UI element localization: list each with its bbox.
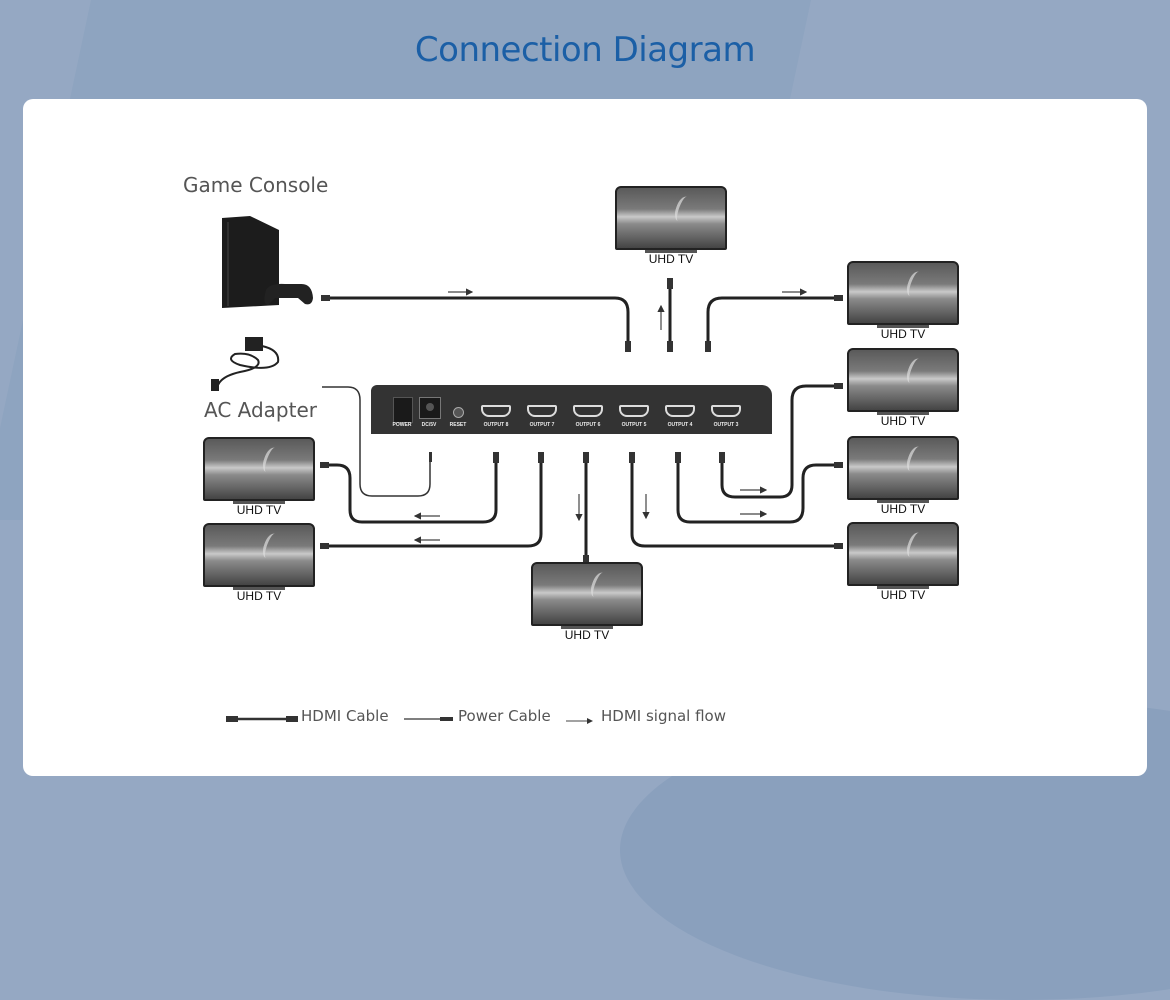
tv-stand <box>561 626 613 629</box>
hdmi-cable-left-1 <box>323 456 498 524</box>
tv-label: UHD TV <box>236 503 282 517</box>
hdmi-cable-right-1 <box>706 296 838 347</box>
hdmi-port-icon <box>573 405 603 417</box>
tv-label: UHD TV <box>880 327 926 341</box>
tv-label: UHD TV <box>880 414 926 428</box>
tv-stand <box>645 250 697 253</box>
legend-signal-flow: HDMI signal flow <box>601 707 726 725</box>
tv-screen-icon <box>847 522 959 586</box>
control-label: POWER <box>392 422 412 428</box>
tv-right-3: UHD TV <box>847 436 959 516</box>
hdmi-port-icon <box>711 405 741 417</box>
tv-stand <box>233 501 285 504</box>
legend-power-cable: Power Cable <box>458 707 551 725</box>
tv-label: UHD TV <box>236 589 282 603</box>
tv-right-1: UHD TV <box>847 261 959 341</box>
tv-label: UHD TV <box>564 628 610 642</box>
hdmi-splitter: POWER DC/5V RESET OUTPUT 8 OUTPUT 7 OUTP… <box>371 385 772 434</box>
power-cable <box>322 386 431 497</box>
tv-right-4: UHD TV <box>847 522 959 602</box>
control-label: DC/5V <box>421 422 437 428</box>
ac-adapter-icon <box>211 337 280 391</box>
legend-power-cable-icon <box>404 717 453 721</box>
game-console-label: Game Console <box>183 173 329 197</box>
power-switch-icon <box>393 397 413 423</box>
tv-stand <box>877 586 929 589</box>
tv-screen-icon <box>615 186 727 250</box>
hdmi-port-icon <box>665 405 695 417</box>
hdmi-cable-right-2 <box>720 384 838 499</box>
port-label: OUTPUT 7 <box>529 422 555 428</box>
tv-left-1: UHD TV <box>203 437 315 517</box>
hdmi-port-icon <box>619 405 649 417</box>
game-console-icon <box>222 216 313 308</box>
hdmi-port-icon <box>481 405 511 417</box>
tv-screen-icon <box>531 562 643 626</box>
hdmi-cable-input <box>326 296 630 347</box>
tv-right-2: UHD TV <box>847 348 959 428</box>
tv-screen-icon <box>203 437 315 501</box>
hdmi-cable-right-4 <box>630 456 838 548</box>
tv-stand <box>877 500 929 503</box>
control-label: RESET <box>449 422 467 428</box>
ac-adapter-label: AC Adapter <box>204 398 317 422</box>
port-label: OUTPUT 6 <box>575 422 601 428</box>
page-title: Connection Diagram <box>414 30 756 70</box>
tv-label: UHD TV <box>880 588 926 602</box>
tv-top: UHD TV <box>615 186 727 266</box>
tv-stand <box>877 325 929 328</box>
tv-label: UHD TV <box>648 252 694 266</box>
tv-label: UHD TV <box>880 502 926 516</box>
port-label: OUTPUT 8 <box>483 422 509 428</box>
port-label: OUTPUT 5 <box>621 422 647 428</box>
tv-screen-icon <box>847 261 959 325</box>
port-label: OUTPUT 4 <box>667 422 693 428</box>
tv-screen-icon <box>847 348 959 412</box>
tv-stand <box>233 587 285 590</box>
hdmi-port-icon <box>527 405 557 417</box>
tv-stand <box>877 412 929 415</box>
tv-screen-icon <box>847 436 959 500</box>
tv-bottom: UHD TV <box>531 562 643 642</box>
tv-screen-icon <box>203 523 315 587</box>
legend-hdmi-cable-icon <box>226 716 298 722</box>
reset-button-icon <box>453 407 464 418</box>
connection-lines <box>211 216 843 724</box>
hdmi-cable-left-2 <box>323 456 543 548</box>
port-label: OUTPUT 3 <box>713 422 739 428</box>
tv-left-2: UHD TV <box>203 523 315 603</box>
legend-hdmi-cable: HDMI Cable <box>301 707 389 725</box>
hdmi-cable-right-3 <box>676 456 838 524</box>
dc-jack-icon <box>419 397 441 419</box>
